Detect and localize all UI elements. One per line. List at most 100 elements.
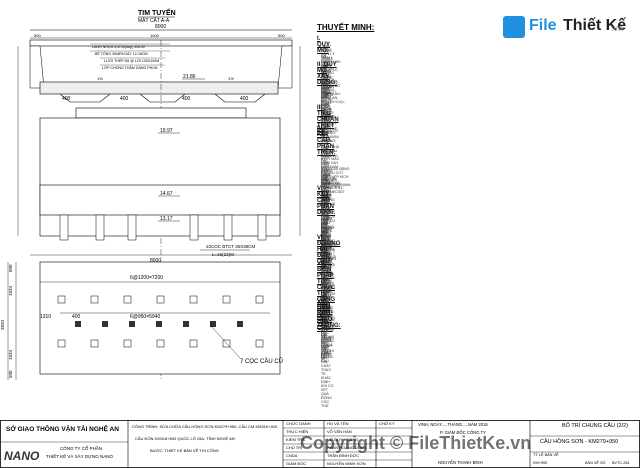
- plan-side-3: 3833: [0, 319, 5, 330]
- sheet-title: BỐ TRÍ CHUNG CẦU (2/2): [562, 423, 628, 429]
- notes-line: - THAY THẾ DẦM CẦU BẰNG BA DẦM T BTCT DƯ…: [321, 133, 332, 230]
- name-cell: VÕ VĂN HÀN: [327, 429, 352, 434]
- notes-line: - QUY MÔ: VĨNH CỬU BẰNG BTCT DƯL: [321, 69, 332, 98]
- pile-note: 22COC BTCT 35X38CM: [206, 244, 255, 249]
- elev-2: 19.97: [160, 128, 173, 134]
- sheet-subtitle: CẦU HỒNG SƠN - KM279+950: [540, 439, 619, 445]
- director-title: P. GIÁM ĐỐC CÔNG TY: [440, 430, 486, 435]
- deck-label-1: LANG NHỰA 4,5CM(dày) 3/5CM: [92, 45, 145, 49]
- notes-heading: IV. KẾT CẤU PHẦN TRÊN:: [317, 126, 336, 157]
- plan-side-2: 1634: [8, 285, 13, 296]
- dim-8000-top: 8000: [155, 24, 166, 30]
- notes-line: CHUẨN 4,5KG/M2;: [321, 150, 339, 159]
- role-cell: CNDA: [286, 453, 298, 458]
- plan-width: 8000: [150, 258, 161, 264]
- notes-heading: VII. BIỆN PHÁP TỔ CHỨC THI CÔNG CHỦ ĐẠO:: [317, 261, 335, 315]
- deck-label-2: BÊ TÔNG 30MPA DÀY 12-16CM: [95, 51, 148, 56]
- name-cell: NGUYỄN MINH SƠN: [327, 461, 366, 466]
- plan-dim-1: 6@1200=7200: [130, 275, 163, 281]
- project-line1: CÔNG TRÌNH: SỬA CHỮA CẦU HỒNG SƠN KM279+…: [132, 424, 279, 429]
- name-cell: TRẦN ĐÌNH ĐỨC: [327, 453, 360, 458]
- notes-heading: V. KẾT CẤU PHẦN DƯỚI:: [317, 186, 336, 216]
- drawing-subtitle: MẶT CẮT A-A: [138, 16, 170, 24]
- notes-line: HƯ HỎNG NẶNG, CHỈ TẠI TRỌNG THIẾT KẾ, KH…: [321, 54, 336, 139]
- plan-side-1: 500: [8, 264, 13, 272]
- elev-3: 14.67: [160, 191, 173, 197]
- stage: BƯỚC: THIẾT KẾ BẢN VẼ THI CÔNG: [150, 448, 219, 453]
- title-block: [0, 420, 640, 468]
- notes-line: - GỐI CẦU BẰNG CAO SU CỐT BẢN THÉP KÍCH …: [321, 167, 352, 188]
- notes-line: - CẦU CÓ: 3 NHỊP: [321, 97, 330, 118]
- company-line1: CÔNG TY CỔ PHẦN: [60, 446, 103, 451]
- slope-left: 1%: [97, 76, 103, 81]
- notes-line: BẰNG BÊTÔNG LÁNG NHỰA.: [321, 253, 337, 270]
- notes-line: - KHE CO GIÃN BẰNG THÉP DẠNG SÓNG LOẠI M…: [321, 172, 334, 257]
- dim-bottom-1: 400: [62, 96, 71, 102]
- plan-side-4: 1634: [8, 349, 13, 360]
- code: KM+950: [533, 461, 548, 465]
- notes-line: - TƯỜNG TAI BẰNG BTCT MÁC M300;: [321, 221, 335, 250]
- name-cell: HỌ VÀ TÊN: [327, 421, 349, 426]
- plan-side-5: 500: [8, 370, 13, 378]
- date-line: VINH, NGÀY.....THÁNG.....NĂM 2015: [418, 422, 488, 427]
- plan-dim-2: 6@950=5940: [130, 314, 160, 320]
- director-name: NGUYỄN THANH BÌNH: [438, 460, 483, 465]
- notes-line: CỌC DỰ KIẾN L=16M ĐỐI VỚI MỐ M1, DỰ KIẾN…: [321, 204, 333, 265]
- logo-thietke: Thiết Kế: [563, 17, 627, 34]
- role-cell: THỰC HIỆN: [286, 429, 309, 434]
- notes-line: - TIÊU CHUẨN THIẾT KẾ CẦU: 22TCN272 - 05: [321, 112, 339, 137]
- notes-line: - THAY THẾ MỐ CẦU CŨ BẰNG MỐ CẦU MỚI NẰN…: [321, 193, 333, 290]
- dim-bottom-3: 400: [182, 96, 191, 102]
- notes-line: - TIÊU CHUẨN THIẾT KẾ ĐƯỜNG: TCVN4054 - …: [321, 118, 339, 143]
- dim-500-right: 500: [278, 33, 285, 38]
- notes-line: - TỨ NÓN BẰNG BTXM MÁC M200 DÀY 15CM, ĐẮ…: [321, 227, 334, 284]
- notes-heading: VIII. ĐẢM BẢO GIAO THÔNG:: [317, 298, 341, 329]
- plan-dim-400: 400: [72, 314, 81, 320]
- notes-heading: IX. GHI CHÚ:: [317, 313, 332, 332]
- notes-heading: I. QUY MÔ:: [317, 36, 331, 54]
- slope-right: 1%: [228, 76, 234, 81]
- notes-line: - ĐÚC VÀ ĐÓNG CỌC ĐẠI TRÀ;: [321, 279, 332, 304]
- logo-file: File: [529, 17, 557, 34]
- name-cell: HỒ DUY HOÀNG: [327, 437, 359, 442]
- notes-line: - ĐÀN QUÂ ĐỔ SAU MỐ BẰNG BTCT MÁC M300;: [321, 210, 332, 247]
- notes-line: - GỜ LAN CAN BẰNG BTCT MÁC M300, TAY VỊN…: [321, 156, 332, 208]
- notes-line: - CẦU HỒNG SƠN LÝ TRÌNH KM279+950 TRÊN Q…: [321, 43, 341, 100]
- notes-title: THUYẾT MINH:: [317, 23, 375, 32]
- notes-line: - CẦU CŨ GỒM 3 NHỊP MẶT BẰNG BA, MẶT CẮT…: [321, 49, 335, 134]
- filethietke-logo: File Thiết Kế .vn: [503, 14, 635, 40]
- notes-heading: III. TIÊU CHUẨN THIẾT KẾ:: [317, 105, 339, 136]
- elev-top: 21.86: [183, 74, 196, 80]
- agency: SỞ GIAO THÔNG VẬN TẢI NGHỆ AN: [6, 426, 119, 433]
- company-line2: THIẾT KẾ VÀ XÂY DỰNG NANO: [46, 454, 113, 459]
- sheet-no-label: BẢN VẼ SỐ: [585, 461, 606, 465]
- notes-line: - TRỊ SỐ TRONG NGOẶC LÀ GIÁ TRỊ CỦA MỐ M…: [321, 326, 335, 359]
- sig-cell: CHỮ KÝ: [379, 421, 395, 426]
- role-cell: GIÁM ĐỐC: [286, 461, 307, 466]
- logo-vn: .vn: [611, 23, 624, 33]
- role-cell: CHỦ TRÌ: [286, 445, 303, 450]
- notes-line: - CẤP ĐỘNG ĐẤT: CẤP 7: [321, 81, 332, 97]
- notes-line: - LỚP PHỦ MẶT CẦU BẰNG BTCT MÁC M300 DÀY…: [321, 144, 341, 201]
- drawing-title: TIM TUYẾN: [138, 7, 176, 17]
- project-line2: CẦU ĐỒN KM318+600 QUỐC LỘ 15A, TỈNH NGHỆ…: [135, 436, 235, 441]
- notes-line: - TẢI TRỌNG THIẾT KẾ: HL93, ĐOÀN NGƯỜI 3…: [321, 86, 334, 119]
- watermark: Copyright © FileThietKe.vn: [300, 433, 532, 453]
- notes-line: DẦM ĐÁ D BÊN =8,0M, B MẶT =7,0M, VUỐT NỐ…: [321, 247, 336, 320]
- scale-label: TỶ LỆ BẢN VẼ: [533, 453, 559, 457]
- nano-logo: NANO: [4, 449, 40, 463]
- notes-line: - ĐOẠN TIM TIẾP GIÁP SAU MỐ CẦU, TRÊN CƠ…: [321, 242, 336, 323]
- role-cell: KIỂM TRA: [286, 437, 305, 442]
- notes-line: - KÍCH THƯỚC BẢN VẼ GHI BẰNG CM, CAO ĐỘ …: [321, 321, 335, 362]
- notes-line: - TRONG QUÁ TRÌNH THI CÔNG NẾU ĐỊA CHẤT …: [321, 332, 334, 409]
- deck-label-3: LƯỚI THÉP D6 @ LỚI 100X100M: [104, 58, 159, 63]
- notes-line: - VÀ TIÊU CHUẨN CƠ SỞ TCCS 03-2010/MECSE…: [321, 178, 345, 207]
- dim-500-left: 500: [34, 33, 41, 38]
- dim-1000: 1000: [150, 33, 160, 38]
- notes-heading: II. QUY MÔ XÂY DỰNG:: [317, 62, 338, 87]
- notes-line: - THI CÔNG KẾT CẤU NHỊP, CÁC DẦM ĐƯỢC ĐÚ…: [321, 290, 333, 363]
- pile-length: L=16(22)M: [212, 252, 234, 257]
- notes-line: - TẦN SUẤT THIẾT KẾ: P=4%: [321, 75, 332, 96]
- sheet-no: BVTC-261: [612, 461, 630, 465]
- notes-line: BTCT MÁC M300, MỖI MỐ GỒM 29 CỌC (22 CỌC…: [321, 199, 337, 268]
